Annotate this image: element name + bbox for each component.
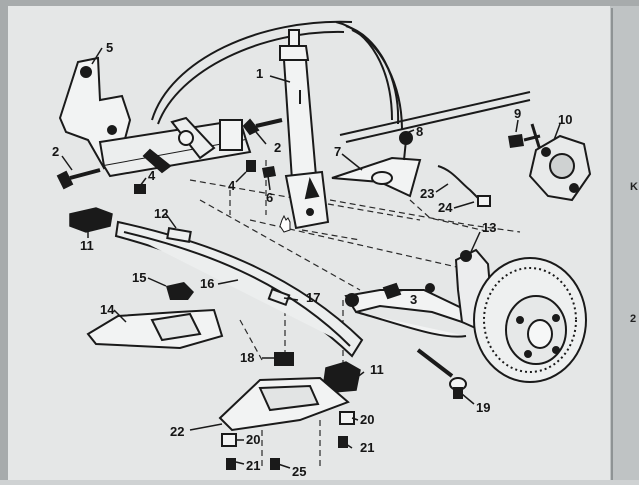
part-label-1: 1 bbox=[256, 66, 263, 81]
part-label-6: 6 bbox=[266, 190, 273, 205]
part-label-8: 8 bbox=[416, 124, 423, 139]
part-label-2-left: 2 bbox=[52, 144, 59, 159]
part-label-5: 5 bbox=[106, 40, 113, 55]
part-label-19: 19 bbox=[476, 400, 490, 415]
edge-mark-k: K bbox=[630, 181, 638, 193]
part-label-4-b: 4 bbox=[228, 178, 236, 193]
part-label-2-right: 2 bbox=[274, 140, 281, 155]
part-label-20-a: 20 bbox=[246, 432, 260, 447]
part-label-11-left: 11 bbox=[80, 238, 94, 253]
bushing-part20-a bbox=[221, 433, 237, 447]
part-label-9: 9 bbox=[514, 106, 521, 121]
part-label-18: 18 bbox=[240, 350, 254, 365]
part-label-13: 13 bbox=[482, 220, 496, 235]
part-label-16: 16 bbox=[200, 276, 214, 291]
part-label-17: 17 bbox=[306, 290, 320, 305]
strut-shock-absorber bbox=[279, 29, 330, 230]
nut-part6 bbox=[262, 166, 276, 178]
hand-cursor-icon bbox=[279, 214, 291, 233]
upper-mount-part7 bbox=[331, 131, 422, 198]
bolt-part9 bbox=[508, 123, 542, 151]
brake-caliper-part10 bbox=[528, 134, 592, 202]
leader-lines bbox=[61, 47, 561, 469]
part-label-3: 3 bbox=[410, 292, 417, 307]
part-label-21-b: 21 bbox=[360, 440, 374, 455]
part-label-11-right: 11 bbox=[370, 362, 384, 377]
plate-part14 bbox=[86, 308, 224, 350]
bolt-part2-left bbox=[56, 168, 101, 190]
edge-mark-2: 2 bbox=[630, 313, 636, 325]
part-label-15: 15 bbox=[132, 270, 146, 285]
bolt-part2-right bbox=[242, 118, 283, 136]
leaf-spring-part16 bbox=[114, 220, 364, 358]
part-label-20-b: 20 bbox=[360, 412, 374, 427]
bolt-part21-b bbox=[338, 436, 348, 448]
bolt-part25 bbox=[270, 458, 280, 470]
part-label-14: 14 bbox=[100, 302, 115, 317]
part-label-21-a: 21 bbox=[246, 458, 260, 473]
part-label-23: 23 bbox=[420, 186, 434, 201]
bump-stop-part11-left bbox=[69, 207, 113, 233]
part-label-12: 12 bbox=[154, 206, 168, 221]
part-label-24: 24 bbox=[438, 200, 453, 215]
nut-part4-b bbox=[246, 160, 256, 172]
brake-disc bbox=[473, 257, 587, 383]
part-label-4-a: 4 bbox=[148, 168, 156, 183]
edge-marks: K 2 bbox=[630, 181, 638, 325]
part-label-22: 22 bbox=[170, 424, 184, 439]
tie-rod-end-part19 bbox=[416, 348, 467, 399]
part-label-10: 10 bbox=[558, 112, 572, 127]
nut-part4-a bbox=[134, 184, 146, 194]
pad-part15 bbox=[166, 282, 194, 300]
part-label-7: 7 bbox=[334, 144, 341, 159]
part-labels: 1 2 2 3 4 4 5 6 7 8 9 10 11 11 12 13 14 … bbox=[52, 40, 572, 479]
wheel-arch bbox=[151, 20, 531, 143]
part-label-25: 25 bbox=[292, 464, 306, 479]
lower-plate-part22 bbox=[218, 376, 350, 432]
bushing-part20-b bbox=[339, 411, 355, 425]
subframe-crossmember bbox=[98, 116, 252, 178]
brake-hose-part23-24 bbox=[437, 165, 491, 207]
pad-part18 bbox=[274, 352, 294, 366]
bolt-part21-a bbox=[226, 458, 236, 470]
right-panel-strip bbox=[610, 6, 639, 480]
